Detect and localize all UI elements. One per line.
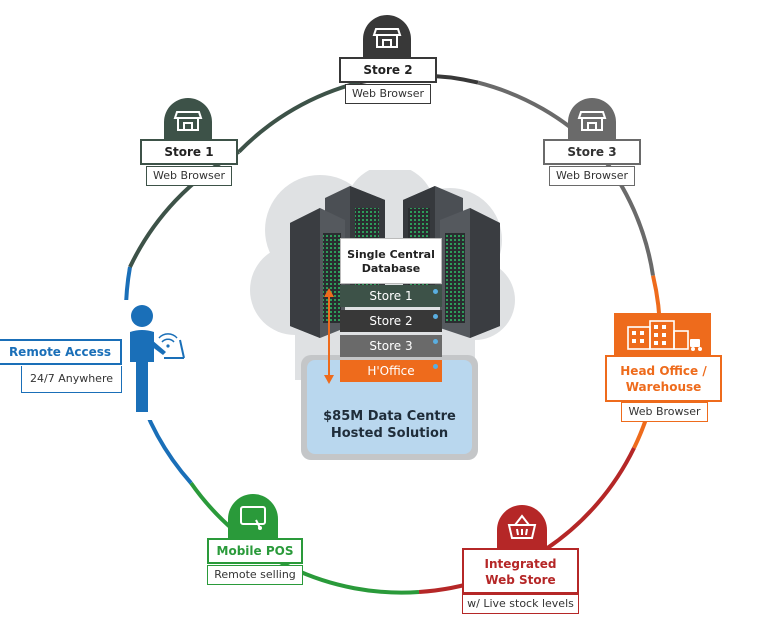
store-icon: [164, 98, 212, 139]
store3-subtitle: Web Browser: [549, 166, 635, 186]
hosting-caption: $85M Data Centre Hosted Solution: [323, 409, 456, 441]
building-icon: [614, 313, 711, 355]
store3-title: Store 3: [543, 139, 641, 165]
database-row-store1: Store 1: [340, 285, 442, 307]
tablet-icon: [228, 494, 278, 538]
store1-subtitle: Web Browser: [146, 166, 232, 186]
database-row-head-office: H'Office: [340, 360, 442, 382]
person-laptop-icon: [118, 300, 193, 420]
store-icon: [568, 98, 616, 139]
web-store-title: Integrated Web Store: [462, 548, 579, 594]
database-row-store2: Store 2: [340, 310, 442, 332]
database-row-store3: Store 3: [340, 335, 442, 357]
database-title: Single Central Database: [340, 238, 442, 284]
remote-access-title: Remote Access: [0, 339, 122, 365]
head-office-title: Head Office / Warehouse: [605, 355, 722, 402]
basket-icon: [497, 505, 547, 549]
store-icon: [363, 15, 411, 57]
sync-arrow-icon: [324, 288, 334, 384]
mobile-pos-subtitle: Remote selling: [207, 565, 303, 585]
head-office-subtitle: Web Browser: [621, 402, 708, 422]
mobile-pos-title: Mobile POS: [207, 538, 303, 564]
store2-title: Store 2: [339, 57, 437, 83]
remote-access-subtitle: 24/7 Anywhere: [21, 366, 122, 393]
web-store-subtitle: w/ Live stock levels: [462, 594, 579, 614]
store2-subtitle: Web Browser: [345, 84, 431, 104]
store1-title: Store 1: [140, 139, 238, 165]
